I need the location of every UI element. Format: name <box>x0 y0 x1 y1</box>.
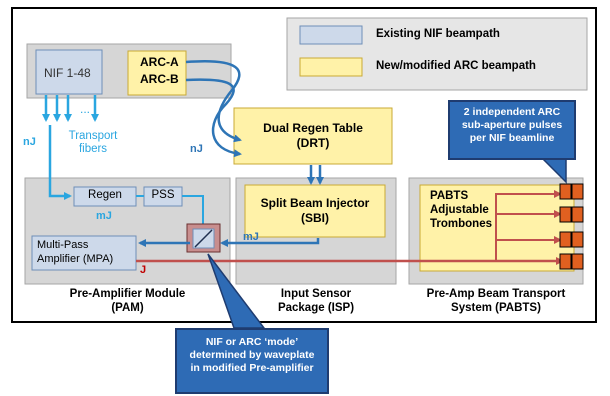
drt-box <box>233 107 393 165</box>
mpa-box <box>31 235 137 271</box>
mj-left-label: mJ <box>96 210 112 222</box>
callout-arc-pulses: 2 independent ARC sub-aperture pulses pe… <box>448 100 576 160</box>
arc-to-drt-paths <box>185 60 242 158</box>
trombone-arrows <box>495 190 562 244</box>
nif-box <box>35 49 103 95</box>
arc-a-label: ARC-A <box>140 55 179 69</box>
nj-mid-label: nJ <box>190 143 203 155</box>
nj-left-label: nJ <box>23 136 36 148</box>
legend-existing-swatch <box>299 25 363 45</box>
sbi-to-waveplate-line <box>220 238 320 247</box>
nif-label: NIF 1-48 <box>44 66 91 80</box>
drt-to-sbi-arrows <box>307 165 324 185</box>
mpa-label: Multi-Pass Amplifier (MPA) <box>37 239 114 265</box>
output-ports <box>559 183 584 270</box>
pss-to-waveplate-line <box>182 195 204 224</box>
pss-label: PSS <box>151 189 175 201</box>
legend-new-swatch <box>299 57 363 77</box>
fibers-ellipsis: ... <box>80 102 91 116</box>
callout-waveplate-mode: NIF or ARC ‘mode’ determined by waveplat… <box>175 328 329 394</box>
pam-caption: Pre-Amplifier Module (PAM) <box>69 288 186 314</box>
pabts-trombones-label: PABTS Adjustable Trombones <box>430 190 492 230</box>
mj-right-label: mJ <box>243 231 259 243</box>
legend-existing-label: Existing NIF beampath <box>376 28 500 40</box>
transport-fibers-label: Transport fibers <box>68 130 118 155</box>
drt-label: Dual Regen Table (DRT) <box>263 121 363 150</box>
regen-label: Regen <box>88 189 122 201</box>
sbi-box <box>244 184 386 238</box>
waveplate-slash <box>194 229 213 248</box>
j-label: J <box>140 264 147 276</box>
sbi-label: Split Beam Injector (SBI) <box>260 196 370 225</box>
isp-caption: Input Sensor Package (ISP) <box>277 288 355 314</box>
arc-b-label: ARC-B <box>140 72 179 86</box>
legend-new-label: New/modified ARC beampath <box>376 60 536 72</box>
transport-fiber-lines <box>42 95 99 200</box>
arc-box <box>127 50 187 96</box>
pabts-caption: Pre-Amp Beam Transport System (PABTS) <box>426 288 566 314</box>
